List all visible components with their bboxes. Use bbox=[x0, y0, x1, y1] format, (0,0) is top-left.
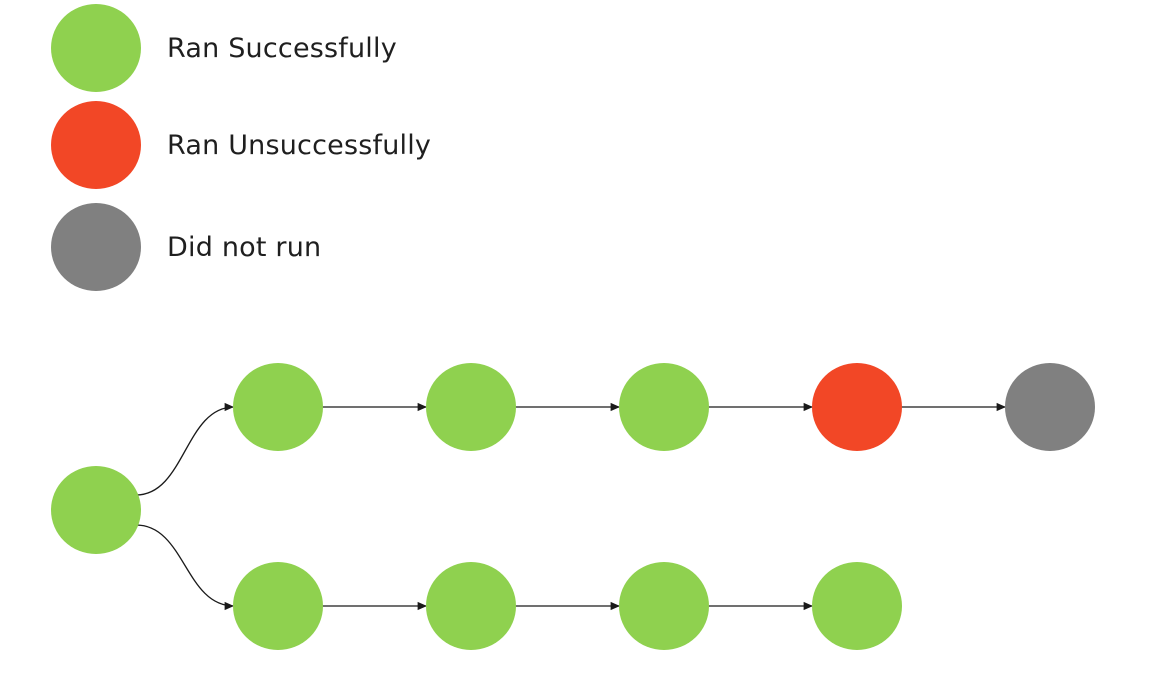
legend-swatch-success bbox=[51, 4, 141, 92]
node-a4-failure bbox=[812, 363, 902, 451]
legend-item-skipped: Did not run bbox=[51, 203, 321, 291]
node-b1-success bbox=[233, 562, 323, 650]
legend-item-success: Ran Successfully bbox=[51, 4, 397, 92]
node-a3-success bbox=[619, 363, 709, 451]
edges-layer bbox=[135, 402, 1006, 611]
nodes-layer bbox=[51, 363, 1095, 650]
legend-swatch-failure bbox=[51, 101, 141, 189]
node-a5-skipped bbox=[1005, 363, 1095, 451]
legend-swatch-skipped bbox=[51, 203, 141, 291]
node-b2-success bbox=[426, 562, 516, 650]
legend-item-failure: Ran Unsuccessfully bbox=[51, 101, 431, 189]
edge-root-to-a1 bbox=[135, 402, 235, 496]
legend-label-skipped: Did not run bbox=[167, 231, 322, 263]
node-b4-success bbox=[812, 562, 902, 650]
node-a2-success bbox=[426, 363, 516, 451]
edge-root-to-b1 bbox=[135, 524, 235, 611]
legend-label-failure: Ran Unsuccessfully bbox=[167, 129, 432, 161]
node-a1-success bbox=[233, 363, 323, 451]
node-b3-success bbox=[619, 562, 709, 650]
legend-label-success: Ran Successfully bbox=[167, 32, 397, 64]
legend: Ran Successfully Ran Unsuccessfully Did … bbox=[0, 0, 600, 300]
node-root-success bbox=[51, 466, 141, 554]
